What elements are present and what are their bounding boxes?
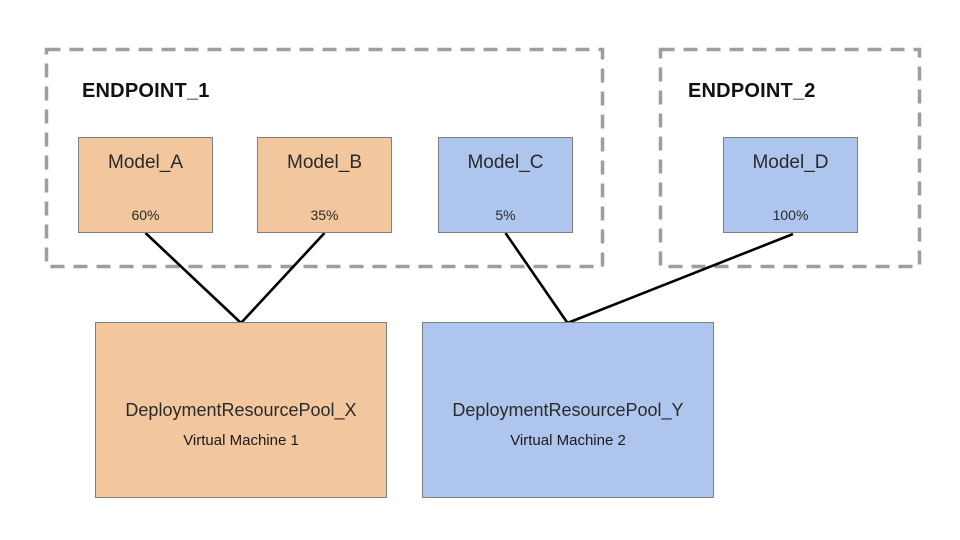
pool-y-vm-label: Virtual Machine 2 [510,431,626,449]
pool-x-name: DeploymentResourcePool_X [125,399,357,420]
model-d-traffic-split: 100% [772,207,809,223]
model-a-box: Model_A 60% [78,137,213,233]
connector-model-c-to-pool-y [504,232,569,324]
model-b-traffic-split: 35% [310,207,339,223]
endpoint-1-dashed-border [44,47,605,269]
pool-x-vm-label: Virtual Machine 1 [183,431,299,449]
connector-model-b-to-pool-x [240,232,326,324]
model-c-traffic-split: 5% [495,207,516,223]
endpoint-2-dashed-border [658,47,922,269]
pool-y-name: DeploymentResourcePool_Y [452,399,684,420]
model-d-name: Model_D [752,152,829,173]
connector-model-a-to-pool-x [144,232,242,324]
model-d-box: Model_D 100% [723,137,858,233]
connector-model-d-to-pool-y [567,232,794,325]
model-c-name: Model_C [467,152,544,173]
model-c-box: Model_C 5% [438,137,573,233]
model-a-name: Model_A [108,152,183,173]
model-a-traffic-split: 60% [131,207,160,223]
endpoint-2-label: ENDPOINT_2 [688,80,816,102]
endpoint-1-label: ENDPOINT_1 [82,80,210,102]
pool-y-box: DeploymentResourcePool_Y Virtual Machine… [422,322,714,498]
model-b-box: Model_B 35% [257,137,392,233]
pool-x-box: DeploymentResourcePool_X Virtual Machine… [95,322,387,498]
model-b-name: Model_B [287,152,362,173]
